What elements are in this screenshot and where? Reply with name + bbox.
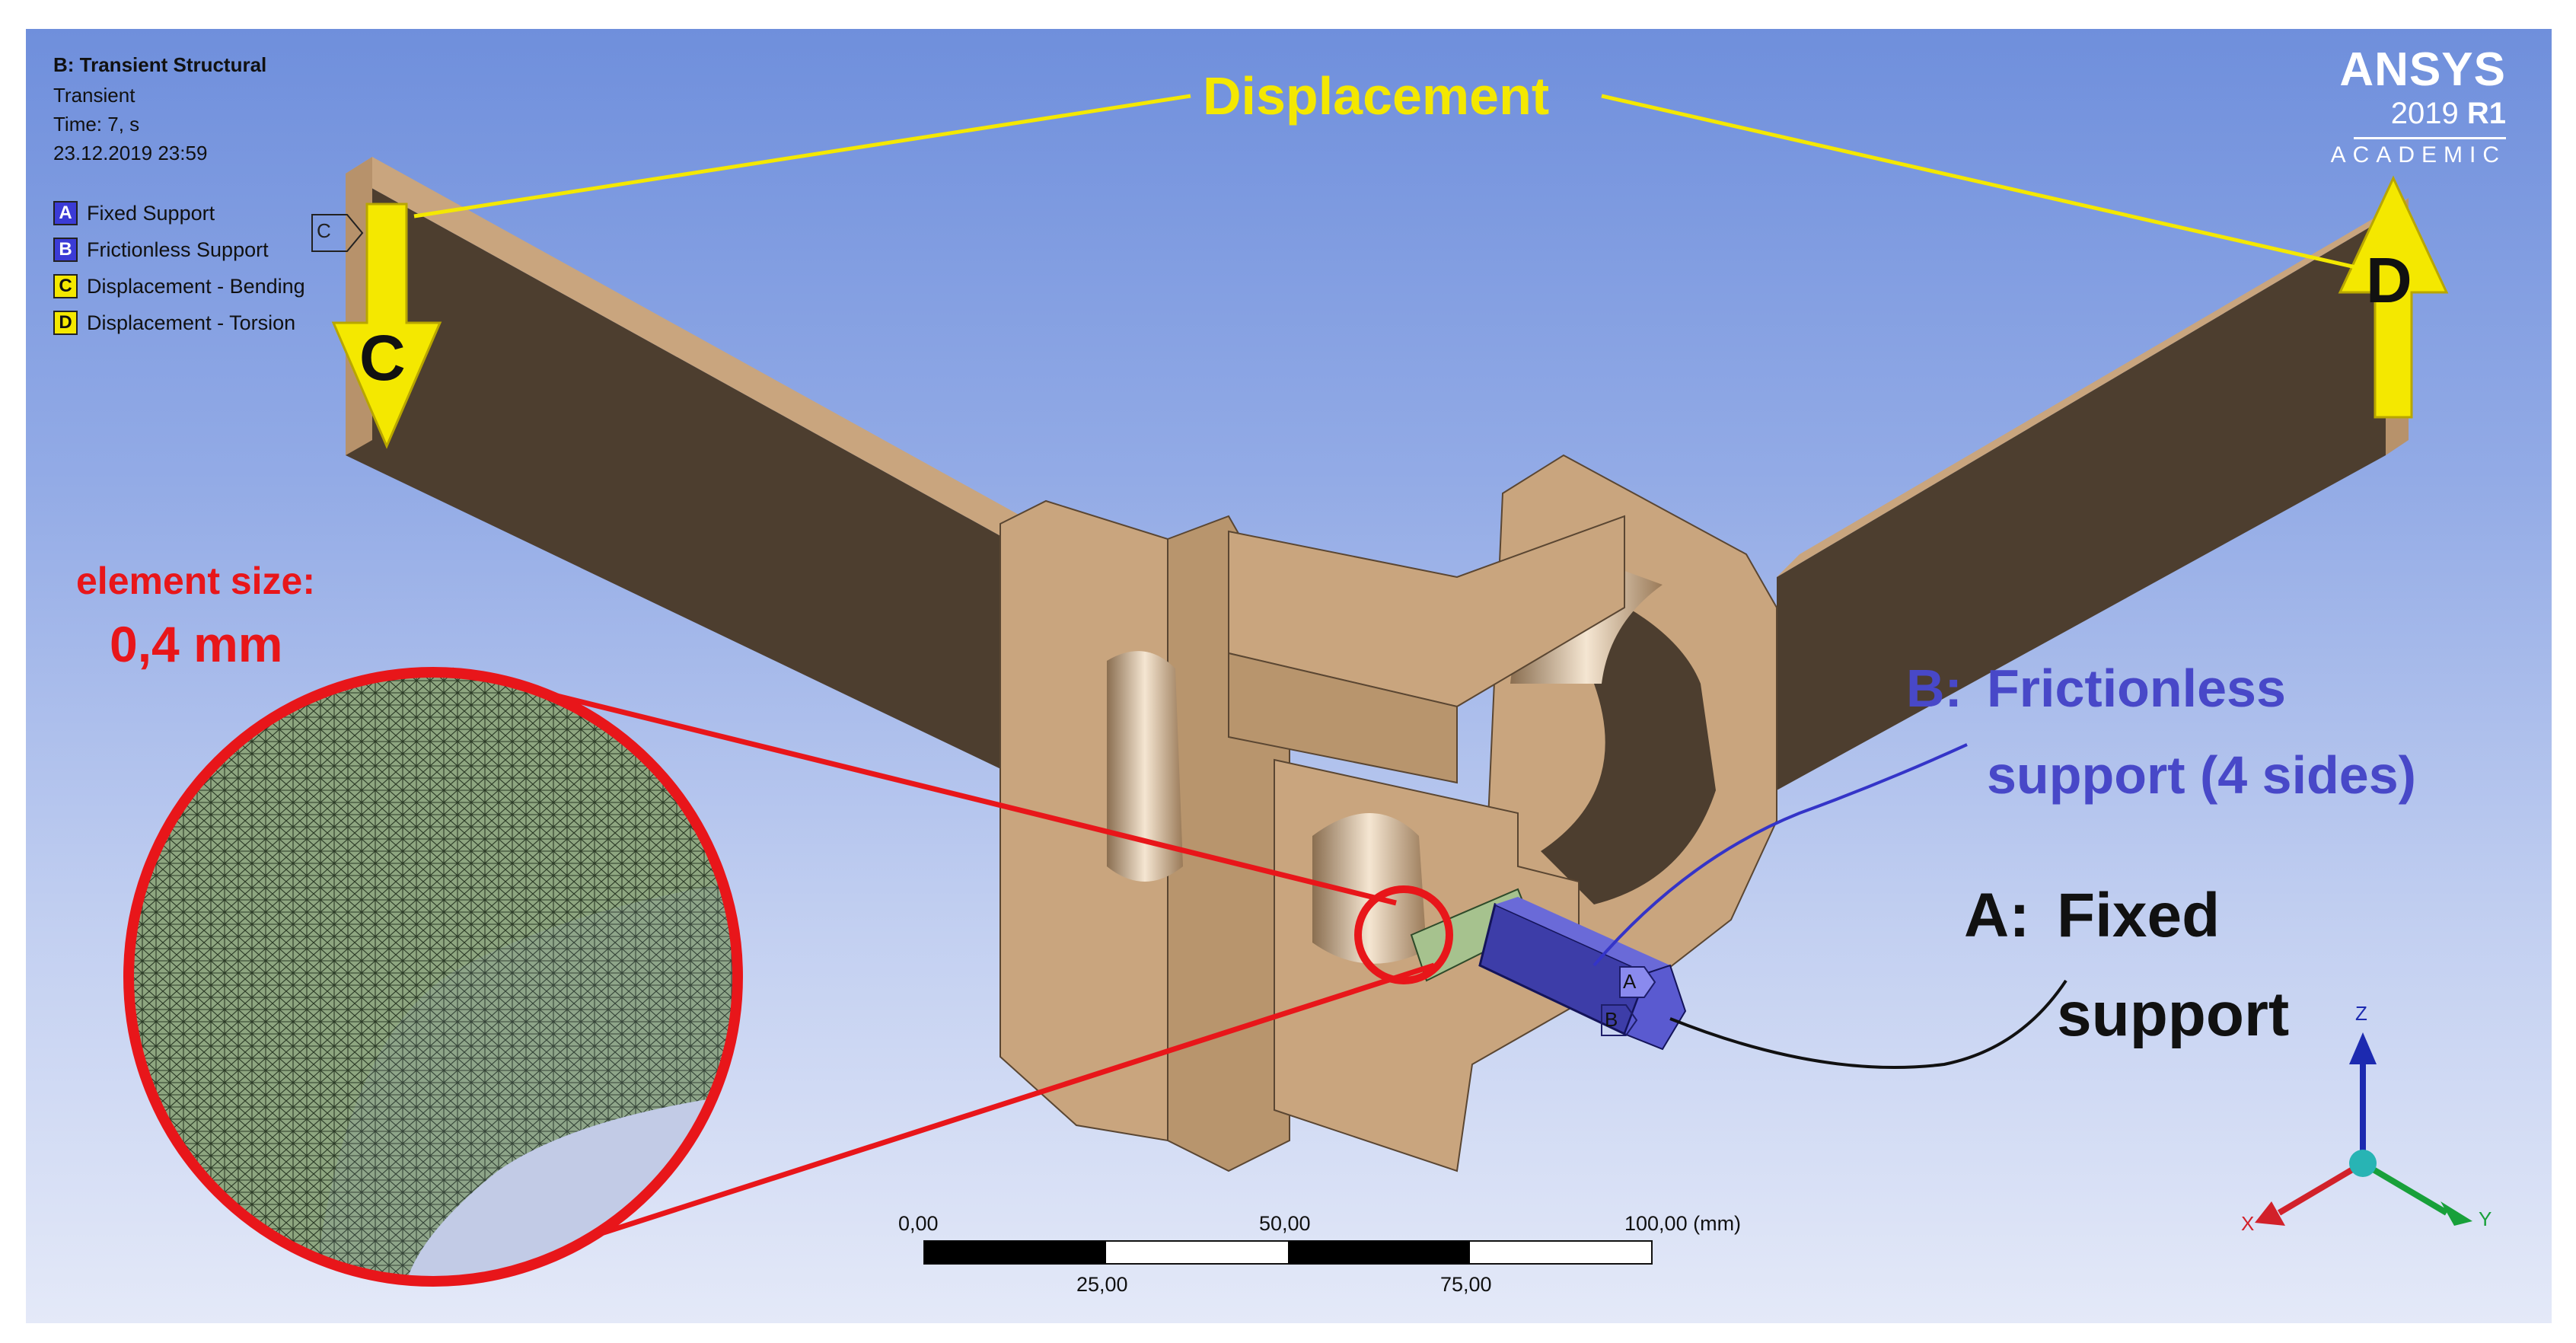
graphics-viewport[interactable]: B: Transient Structural Transient Time: … xyxy=(26,29,2552,1323)
frictionless-line2: support (4 sides) xyxy=(1987,745,2416,805)
displacement-arrow-d xyxy=(2338,175,2449,419)
element-size-value: 0,4 mm xyxy=(110,616,283,672)
model-geometry xyxy=(123,94,2472,1287)
legend-label: Frictionless Support xyxy=(87,238,269,261)
triad-x-label: X xyxy=(2241,1212,2255,1235)
legend-letter: C xyxy=(53,274,78,298)
zoom-connector-top xyxy=(451,667,1397,906)
tag-a-label: A xyxy=(1623,970,1637,993)
marker-d-label: D xyxy=(2366,244,2412,316)
analysis-type: Transient xyxy=(53,84,135,107)
leader-line-c xyxy=(413,94,1191,219)
legend-item-frictionless-support[interactable]: B Frictionless Support xyxy=(53,234,269,265)
triad-z-label: Z xyxy=(2355,1002,2367,1025)
legend-label: Fixed Support xyxy=(87,201,215,225)
left-arm-top xyxy=(346,157,1076,569)
displacement-arrow-c xyxy=(331,203,442,449)
leader-line-fixed xyxy=(1669,979,2067,1069)
displacement-callout: Displacement xyxy=(1203,66,1550,126)
analysis-title: B: Transient Structural xyxy=(53,53,267,76)
leader-line-d xyxy=(1601,94,2386,276)
fixed-prefix: A: xyxy=(1964,881,2030,950)
triad-y-label: Y xyxy=(2479,1207,2492,1230)
scale-label-50: 50,00 xyxy=(1259,1212,1311,1235)
ansys-logo: ANSYS 2019 R1 ACADEMIC xyxy=(2331,44,2506,168)
mesh-detail xyxy=(129,672,738,1281)
left-bracket-bore xyxy=(1107,651,1183,882)
fixed-line1: Fixed xyxy=(2057,881,2221,950)
legend-letter: B xyxy=(53,238,78,262)
tag-b-label: B xyxy=(1605,1008,1618,1031)
marker-c-label: C xyxy=(359,322,406,394)
detail-marker-circle xyxy=(1354,885,1453,984)
legend-label: Displacement - Bending xyxy=(87,274,305,298)
label-tag-b xyxy=(1601,1004,1638,1036)
zoom-connector-bottom xyxy=(557,962,1436,1250)
scale-label-75: 75,00 xyxy=(1440,1273,1492,1296)
label-tag-c xyxy=(311,214,364,252)
right-arm-face xyxy=(1777,218,2386,790)
right-arm-top xyxy=(1777,198,2409,577)
frictionless-prefix: B: xyxy=(1906,659,1962,718)
fixed-line2: support xyxy=(2057,980,2290,1049)
lower-bore-surface xyxy=(1312,813,1427,964)
timestamp: 23.12.2019 23:59 xyxy=(53,142,208,164)
fixed-support-face xyxy=(1623,964,1687,1051)
scale-bar xyxy=(923,1240,1653,1265)
legend-letter: A xyxy=(53,201,78,225)
right-bracket-opening xyxy=(1518,562,1716,904)
legend-item-fixed-support[interactable]: A Fixed Support xyxy=(53,198,215,228)
zoom-circle xyxy=(123,667,743,1287)
brand-edition: ACADEMIC xyxy=(2330,142,2506,167)
brand-version: 2019 xyxy=(2390,97,2459,130)
brand-release: R1 xyxy=(2466,97,2506,130)
brand-divider xyxy=(2354,137,2506,139)
tag-c-label: C xyxy=(317,219,331,242)
left-arm-face xyxy=(346,174,1061,798)
label-tag-a xyxy=(1619,966,1656,998)
legend-item-displacement-torsion[interactable]: D Displacement - Torsion xyxy=(53,308,295,338)
element-size-label: element size: xyxy=(76,560,316,602)
frictionless-line1: Frictionless xyxy=(1987,659,2286,718)
brand-name: ANSYS xyxy=(2339,43,2506,96)
time-readout: Time: 7, s xyxy=(53,113,140,136)
scale-label-25: 25,00 xyxy=(1076,1273,1128,1296)
scale-label-0: 0,00 xyxy=(898,1212,939,1235)
legend-label: Displacement - Torsion xyxy=(87,311,296,334)
coordinate-triad[interactable] xyxy=(2255,1032,2472,1226)
legend-letter: D xyxy=(53,311,78,335)
leader-line-frictionless xyxy=(1592,743,1968,967)
legend-item-displacement-bending[interactable]: C Displacement - Bending xyxy=(53,271,305,301)
scale-label-100: 100,00 (mm) xyxy=(1624,1212,1742,1235)
